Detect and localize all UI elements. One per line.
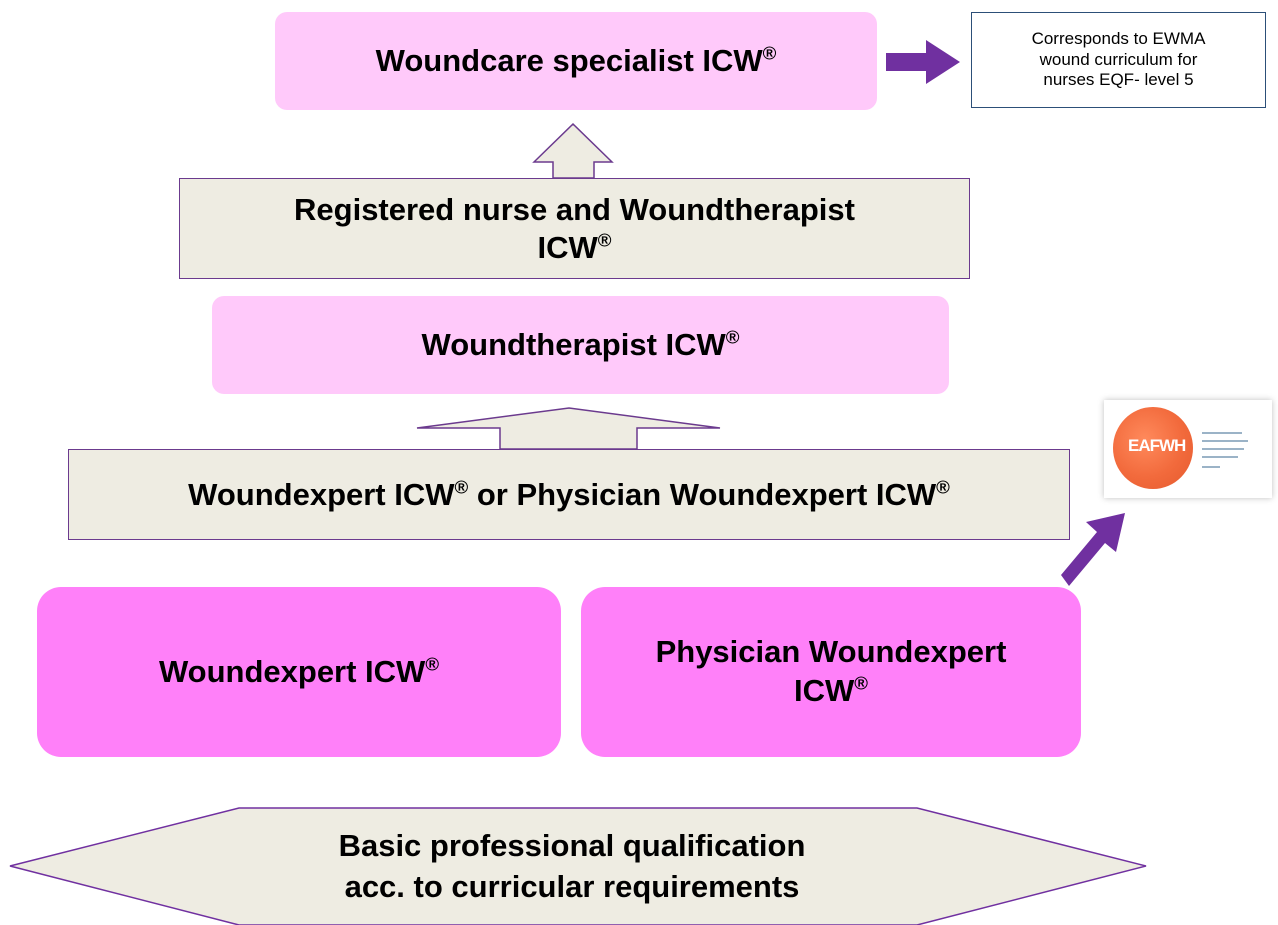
logo-disc-icon bbox=[1113, 407, 1193, 489]
diagonal-arrow bbox=[1061, 513, 1125, 586]
woundexpert-label: Woundexpert ICW® bbox=[158, 653, 440, 689]
woundcare-specialist-label: Woundcare specialist ICW® bbox=[375, 42, 777, 78]
woundexpert-box: Woundexpert ICW® bbox=[37, 587, 561, 757]
right-arrow bbox=[886, 40, 960, 84]
basic-qualification-shape bbox=[9, 807, 1147, 925]
eafwh-logo: EAFWH bbox=[1104, 400, 1272, 498]
up-arrow-narrow bbox=[532, 122, 614, 179]
up-arrow-wide bbox=[416, 407, 721, 450]
logo-abbreviation: EAFWH bbox=[1128, 436, 1186, 455]
woundexpert-or-physician-box: Woundexpert ICW® or Physician Woundexper… bbox=[68, 449, 1070, 540]
woundtherapist-box: Woundtherapist ICW® bbox=[212, 296, 949, 394]
woundexpert-or-physician-label: Woundexpert ICW® or Physician Woundexper… bbox=[188, 476, 950, 512]
woundcare-specialist-box: Woundcare specialist ICW® bbox=[275, 12, 877, 110]
woundtherapist-label: Woundtherapist ICW® bbox=[421, 326, 740, 362]
